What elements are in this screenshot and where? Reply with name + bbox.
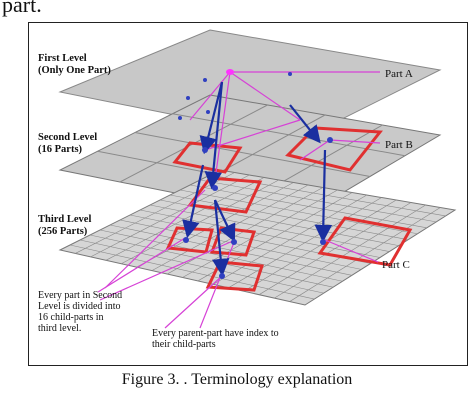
third-level-child-highlight-1 [165, 226, 214, 254]
grid-line [134, 132, 371, 177]
second-level-part-b-highlight [285, 126, 383, 172]
grid-line [274, 204, 426, 299]
part-a-label: Part A [385, 68, 413, 80]
note-child-parts: Every part in Second Level is divided in… [38, 290, 125, 334]
third-level-plane [58, 169, 457, 306]
part-b-label: Part B [385, 139, 413, 151]
part-nodes [178, 69, 333, 279]
grid-line [258, 202, 412, 295]
pointer-lines [97, 71, 381, 329]
grid-line [212, 194, 368, 285]
third-level-child-highlight-2 [209, 226, 257, 257]
grid-line [119, 219, 362, 270]
second-level-child-highlight-1 [172, 141, 243, 174]
figure-caption: Figure 3. . Terminology explanation [121, 371, 353, 388]
grid-line [139, 209, 381, 258]
level-2-label: Second Level (16 Parts) [38, 132, 100, 155]
grid-line [228, 197, 382, 289]
level-1-label: First Level (Only One Part) [38, 53, 111, 76]
diagram-frame [28, 22, 468, 366]
third-level-child-highlight-3 [205, 260, 265, 292]
grid-line [69, 244, 315, 300]
grid-line [243, 199, 397, 292]
part-c-label: Part C [382, 259, 410, 271]
level-3-label: Third Level (256 Parts) [38, 214, 94, 237]
grid-line [79, 239, 324, 294]
cut-off-text: part. [2, 0, 42, 17]
index-arrows [182, 81, 333, 277]
grid-line [289, 207, 441, 302]
note-index: Every parent-part have index to their ch… [152, 328, 281, 350]
grid-line [89, 234, 334, 288]
